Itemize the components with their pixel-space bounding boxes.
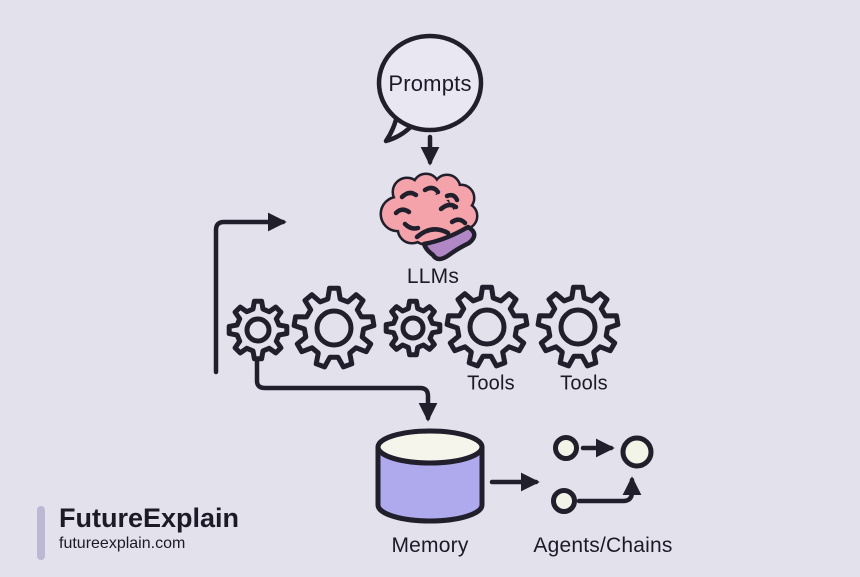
prompts-label: Prompts	[388, 71, 472, 96]
agents-chains-label: Agents/Chains	[533, 534, 673, 557]
chain-nodes-icon	[551, 435, 654, 514]
gear-hole	[314, 308, 354, 348]
brand-text: FutureExplain futureexplain.com	[59, 503, 239, 553]
speech-bubble-body	[376, 33, 484, 133]
memory-label: Memory	[391, 534, 469, 557]
brand-name: FutureExplain	[59, 503, 240, 533]
database-cylinder-icon	[375, 428, 485, 524]
tools-label-1: Tools	[467, 372, 515, 395]
arrow-feedback-to-llms	[213, 212, 287, 375]
chain-node-large	[620, 435, 654, 469]
brain-cerebellum	[421, 224, 477, 262]
gear-icon	[535, 284, 621, 369]
gear-hole	[244, 316, 272, 344]
llms-label: LLMs	[406, 265, 460, 288]
gear-icon	[291, 285, 377, 370]
arrow-node-elbow-up	[576, 476, 642, 504]
tools-label-2: Tools	[560, 372, 608, 395]
gear-icon	[226, 298, 290, 362]
gear-hole	[400, 315, 426, 341]
gear-hole	[467, 307, 507, 347]
brand-url: futureexplain.com	[59, 535, 186, 553]
cylinder-top	[375, 428, 485, 466]
cylinder-body	[375, 444, 485, 524]
speech-bubble-icon	[376, 33, 484, 144]
chain-node-small-bottom	[551, 488, 577, 514]
gear-icon	[444, 284, 530, 369]
gear-hole	[558, 307, 598, 347]
brand-accent-bar	[37, 506, 45, 560]
brain-icon	[379, 172, 479, 262]
arrow-tools-to-memory	[254, 347, 438, 422]
brand-block: FutureExplain futureexplain.com	[37, 503, 239, 560]
gear-row	[226, 284, 621, 370]
gear-icon	[383, 298, 443, 358]
chain-node-small-top	[553, 435, 579, 461]
brain-folds	[393, 185, 468, 240]
